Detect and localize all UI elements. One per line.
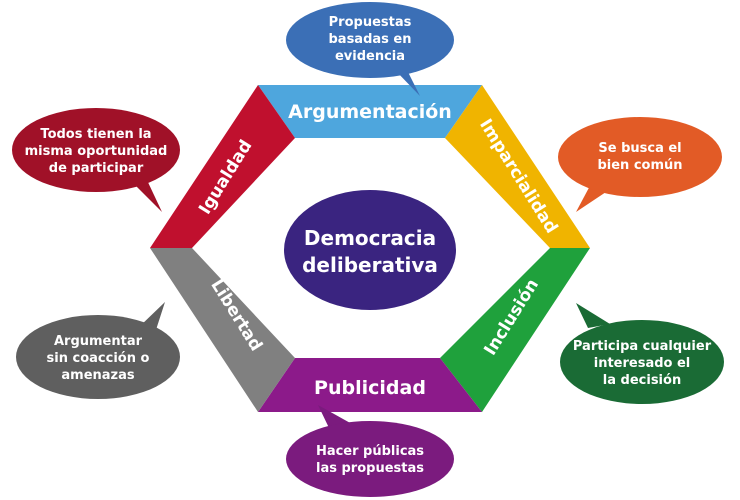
- bubble-libertad-line-3: amenazas: [61, 368, 135, 383]
- segment-label-argumentacion: Argumentación: [288, 101, 452, 123]
- center-title-line-1: Democracia: [304, 226, 436, 250]
- bubble-libertad-line-1: Argumentar: [54, 334, 143, 349]
- bubble-inclusion-line-3: la decisión: [603, 373, 681, 388]
- center-title-line-2: deliberativa: [302, 253, 438, 277]
- bubble-imparcialidad: Se busca el bien común: [558, 117, 722, 212]
- center-ellipse: [284, 190, 456, 310]
- segment-imparcialidad: [445, 85, 590, 248]
- bubble-publicidad-line-1: Hacer públicas: [316, 444, 424, 459]
- bubble-imparcialidad-line-1: Se busca el: [598, 141, 681, 156]
- bubble-argumentacion: Propuestas basadas en evidencia: [286, 2, 454, 96]
- segment-igualdad: [150, 85, 295, 248]
- segment-publicidad: [258, 358, 482, 412]
- bubble-argumentacion-line-3: evidencia: [335, 49, 405, 64]
- segment-argumentacion: [258, 85, 482, 138]
- bubble-igualdad-line-3: de participar: [49, 161, 144, 176]
- segment-inclusion: [440, 248, 590, 412]
- bubble-libertad: Argumentar sin coacción o amenazas: [16, 302, 180, 399]
- bubble-inclusion-line-1: Participa cualquier: [573, 339, 712, 354]
- bubble-igualdad: Todos tienen la misma oportunidad de par…: [12, 108, 180, 212]
- bubble-inclusion-line-2: interesado el: [594, 356, 691, 371]
- segment-libertad: [150, 248, 295, 412]
- bubble-argumentacion-line-1: Propuestas: [329, 15, 412, 30]
- bubble-igualdad-line-2: misma oportunidad: [25, 144, 168, 159]
- bubble-publicidad-line-2: las propuestas: [316, 461, 424, 476]
- segment-label-publicidad: Publicidad: [314, 377, 426, 399]
- bubble-publicidad: Hacer públicas las propuestas: [286, 405, 454, 497]
- bubble-igualdad-line-1: Todos tienen la: [40, 127, 151, 142]
- bubble-libertad-line-2: sin coacción o: [47, 351, 150, 366]
- bubble-imparcialidad-line-2: bien común: [597, 158, 682, 173]
- bubble-argumentacion-line-2: basadas en: [328, 32, 411, 47]
- bubble-inclusion: Participa cualquier interesado el la dec…: [560, 303, 724, 404]
